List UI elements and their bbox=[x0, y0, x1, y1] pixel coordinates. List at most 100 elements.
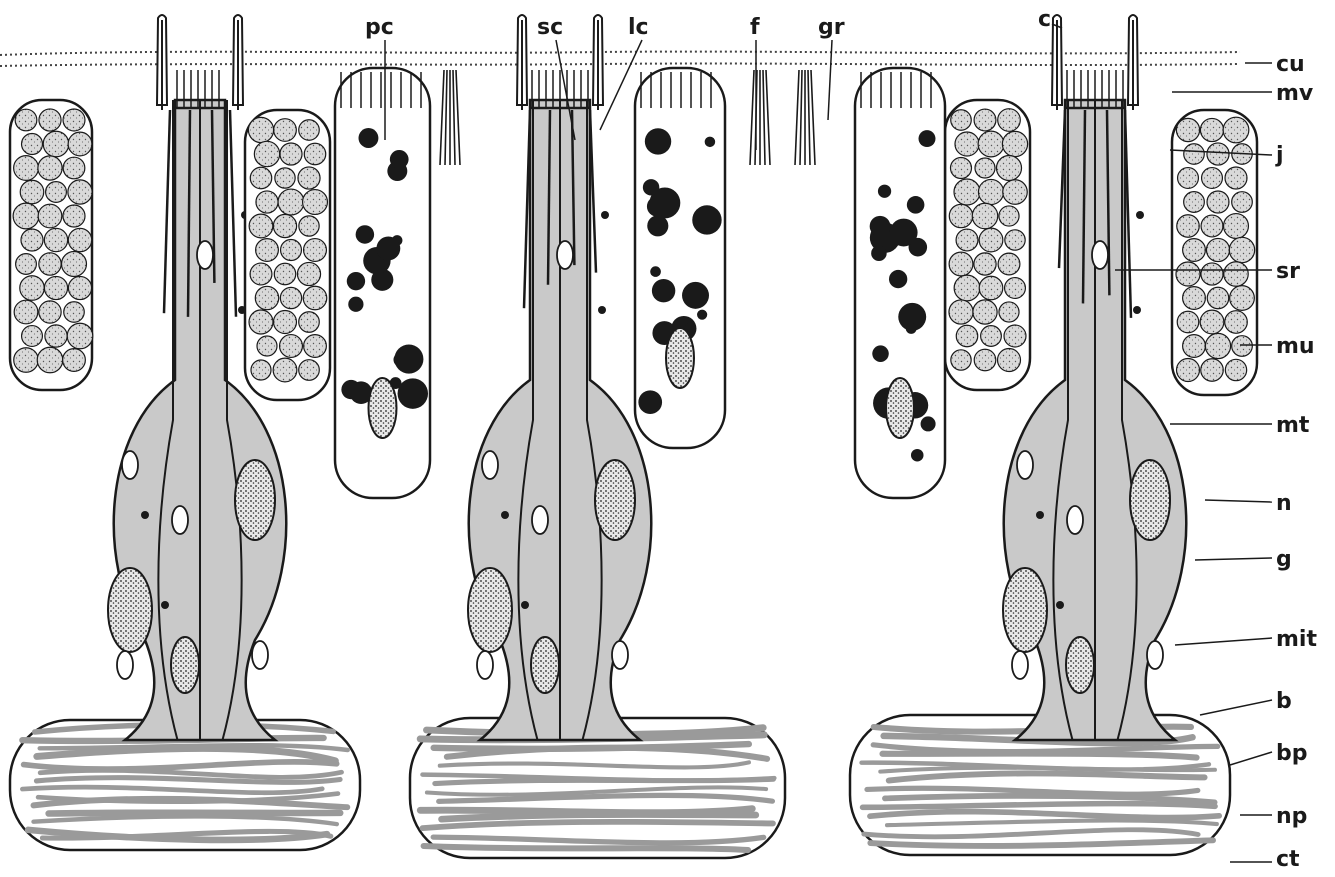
nucleus bbox=[886, 378, 914, 438]
mucous-granule bbox=[63, 205, 85, 227]
mucous-granule bbox=[1178, 168, 1199, 189]
flagellum bbox=[800, 70, 802, 165]
mucous-granule bbox=[1177, 215, 1199, 237]
pigment-granule bbox=[390, 150, 409, 169]
mucous-granule bbox=[1207, 287, 1229, 309]
label-sc: sc bbox=[537, 15, 563, 40]
mucous-granule bbox=[254, 141, 279, 166]
pigment-cell bbox=[855, 68, 945, 498]
mucous-granule bbox=[15, 109, 37, 131]
mucous-granule bbox=[280, 335, 303, 358]
mucous-granule bbox=[274, 311, 297, 334]
mucous-granule bbox=[68, 228, 91, 251]
mucous-granule bbox=[1184, 192, 1205, 213]
mucous-granule bbox=[1183, 239, 1206, 262]
mitochondrion bbox=[532, 506, 548, 534]
mucous-granule bbox=[978, 131, 1004, 157]
nucleus bbox=[108, 568, 152, 652]
mucous-granule bbox=[1224, 214, 1249, 239]
pigment-granule bbox=[394, 345, 423, 374]
mucous-granule bbox=[68, 180, 92, 204]
mucous-granule bbox=[1201, 263, 1223, 285]
mucous-granule bbox=[1176, 262, 1200, 286]
mucous-granule bbox=[956, 325, 977, 346]
mucous-granule bbox=[949, 252, 973, 276]
granule bbox=[1133, 306, 1141, 314]
mucous-cell bbox=[245, 110, 330, 400]
mucous-granule bbox=[1205, 333, 1230, 358]
mucous-granule bbox=[1223, 117, 1249, 143]
pigment-granule bbox=[872, 345, 889, 362]
label-b: b bbox=[1276, 689, 1292, 714]
pigment-granule bbox=[348, 297, 363, 312]
mucous-granule bbox=[979, 276, 1003, 300]
mucous-granule bbox=[1207, 191, 1229, 213]
pigment-granule bbox=[921, 416, 936, 431]
mucous-granule bbox=[951, 110, 972, 131]
flagellum bbox=[453, 70, 455, 165]
mucous-granule bbox=[1229, 237, 1254, 262]
nucleus bbox=[235, 460, 275, 540]
mucous-granule bbox=[280, 143, 302, 165]
mucous-granule bbox=[304, 143, 325, 164]
pigment-granule bbox=[398, 378, 428, 408]
nerve-fiber bbox=[49, 813, 341, 814]
mucous-granule bbox=[1184, 144, 1205, 165]
mucous-granule bbox=[63, 349, 86, 372]
mitochondrion bbox=[612, 641, 628, 669]
pigment-granule bbox=[906, 323, 917, 334]
flagellum bbox=[811, 70, 815, 165]
mucous-granule bbox=[303, 190, 328, 215]
striated-rootlet bbox=[230, 110, 236, 317]
mucous-granule bbox=[22, 326, 43, 347]
nucleus bbox=[666, 328, 694, 388]
mucous-granule bbox=[14, 348, 39, 373]
mitochondrion bbox=[197, 241, 213, 269]
flagellum bbox=[750, 70, 754, 165]
pigment-granule bbox=[907, 196, 925, 214]
nucleus bbox=[595, 460, 635, 540]
mucous-granule bbox=[1183, 335, 1206, 358]
nucleus bbox=[468, 568, 512, 652]
mucous-granule bbox=[974, 349, 996, 371]
mucous-granule bbox=[249, 310, 273, 334]
label-j: j bbox=[1275, 143, 1284, 168]
mitochondrion bbox=[1092, 241, 1108, 269]
mucous-granule bbox=[250, 263, 272, 285]
mucous-granule bbox=[950, 157, 971, 178]
mucous-granule bbox=[20, 276, 44, 300]
mucous-granule bbox=[275, 168, 295, 188]
mucous-granule bbox=[998, 349, 1021, 372]
mucous-granule bbox=[68, 132, 92, 156]
mucous-granule bbox=[954, 179, 980, 205]
nucleus bbox=[1066, 637, 1094, 693]
mucous-granule bbox=[1004, 325, 1026, 347]
mucous-granule bbox=[1206, 238, 1229, 261]
mucous-granule bbox=[1200, 310, 1224, 334]
mucous-granule bbox=[1200, 118, 1223, 141]
label-np: np bbox=[1276, 804, 1307, 829]
mucous-granule bbox=[973, 300, 997, 324]
flagellum bbox=[766, 70, 770, 165]
mucous-granule bbox=[981, 326, 1002, 347]
mucous-granule bbox=[1225, 359, 1246, 380]
granule bbox=[141, 511, 149, 519]
mucous-granule bbox=[250, 167, 271, 188]
pigment-cells bbox=[335, 68, 945, 498]
mucous-granule bbox=[299, 216, 319, 236]
mucous-granule bbox=[1005, 278, 1026, 299]
mucous-granule bbox=[304, 335, 327, 358]
pigment-cell bbox=[635, 68, 725, 448]
mucous-granule bbox=[297, 262, 320, 285]
mitochondrion bbox=[1012, 651, 1028, 679]
mucous-granule bbox=[256, 191, 278, 213]
pigment-granule bbox=[870, 216, 891, 237]
mucous-granule bbox=[38, 204, 62, 228]
mucous-granule bbox=[999, 302, 1019, 322]
mucous-granule bbox=[39, 253, 61, 275]
mucous-granule bbox=[299, 360, 320, 381]
nucleus bbox=[171, 637, 199, 693]
pigment-granule bbox=[705, 137, 716, 148]
mucous-granule bbox=[22, 134, 43, 155]
mucous-granule bbox=[304, 239, 327, 262]
